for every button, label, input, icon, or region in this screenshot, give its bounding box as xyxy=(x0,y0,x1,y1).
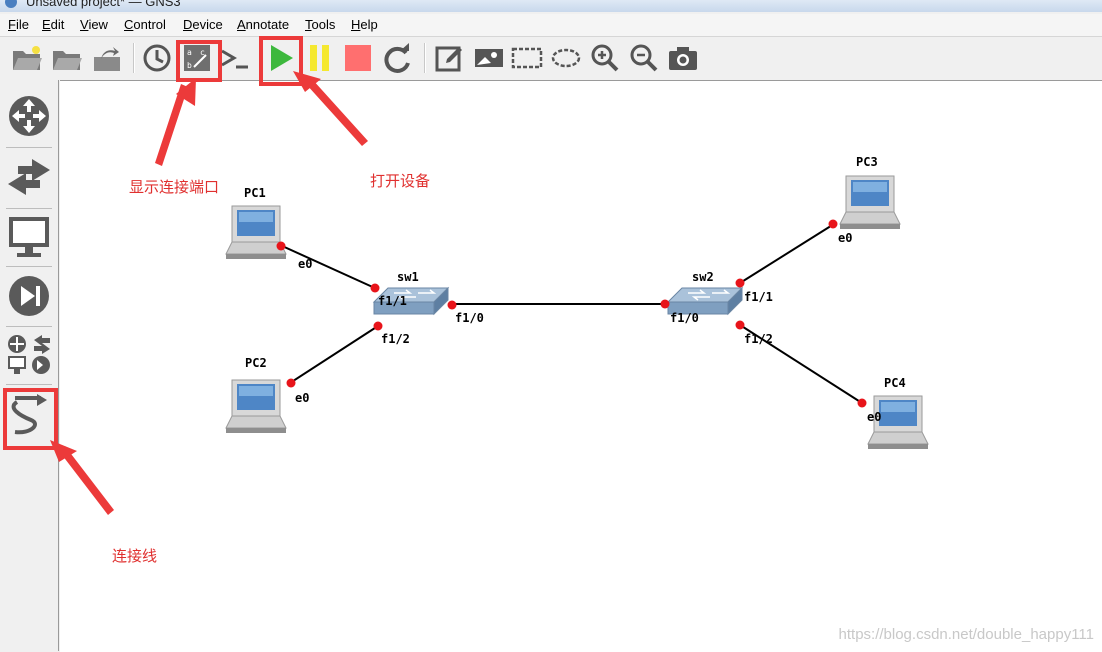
annotation-start-devices: 打开设备 xyxy=(370,172,431,190)
menu-edit[interactable]: Edit xyxy=(42,17,65,32)
port-label: e0 xyxy=(295,391,309,405)
pc2-node[interactable] xyxy=(225,379,287,434)
pc3-node[interactable] xyxy=(839,175,901,230)
zoom-in-icon[interactable] xyxy=(588,41,622,75)
svg-text:a: a xyxy=(187,48,192,57)
menu-help[interactable]: Help xyxy=(351,17,378,32)
menu-control[interactable]: Control xyxy=(124,17,166,32)
clock-icon[interactable] xyxy=(140,41,174,75)
menu-tools[interactable]: Tools xyxy=(305,17,336,32)
draw-rectangle-icon[interactable] xyxy=(510,41,544,75)
open-project-icon[interactable] xyxy=(50,41,84,75)
console-icon[interactable] xyxy=(218,41,252,75)
add-note-icon[interactable] xyxy=(432,41,466,75)
pc3-label: PC3 xyxy=(856,155,878,169)
port-label: e0 xyxy=(867,410,881,424)
port-label: f1/2 xyxy=(744,332,773,346)
sw2-label: sw2 xyxy=(692,270,714,284)
link-pc2-sw1[interactable] xyxy=(289,325,379,384)
insert-picture-icon[interactable] xyxy=(472,41,506,75)
suspend-icon[interactable] xyxy=(302,41,336,75)
highlight-add-link xyxy=(3,388,58,450)
menu-annotate[interactable]: Annotate xyxy=(237,17,290,32)
save-snapshot-icon[interactable] xyxy=(90,41,124,75)
port-label: f1/0 xyxy=(670,311,699,325)
title-bar: Unsaved project* — GNS3 xyxy=(0,0,1102,12)
switches-icon[interactable] xyxy=(5,153,53,201)
highlight-show-ports xyxy=(176,40,222,82)
menu-bar: File Edit View Control Device Annotate T… xyxy=(0,14,1102,37)
pc1-node[interactable] xyxy=(225,205,287,260)
port-label: e0 xyxy=(838,231,852,245)
end-devices-icon[interactable] xyxy=(5,213,53,261)
sw1-label: sw1 xyxy=(397,270,419,284)
highlight-start xyxy=(259,36,303,86)
annotation-arrows xyxy=(50,71,368,515)
topology-canvas[interactable] xyxy=(60,80,1102,652)
port-label: f1/0 xyxy=(455,311,484,325)
add-link-icon[interactable] xyxy=(5,392,53,440)
reload-icon[interactable] xyxy=(380,41,414,75)
new-project-icon[interactable] xyxy=(10,41,44,75)
draw-ellipse-icon[interactable] xyxy=(549,41,583,75)
device-sidebar xyxy=(0,80,59,651)
watermark: https://blog.csdn.net/double_happy111 xyxy=(838,626,1094,643)
svg-text:c: c xyxy=(200,48,205,57)
link-sw2-pc4[interactable] xyxy=(739,324,863,404)
security-devices-icon[interactable] xyxy=(5,272,53,320)
screenshot-icon[interactable] xyxy=(666,41,700,75)
pc4-label: PC4 xyxy=(884,376,906,390)
port-label: e0 xyxy=(298,257,312,271)
gns3-logo-icon xyxy=(5,0,17,8)
pc1-label: PC1 xyxy=(244,186,266,200)
annotation-add-link: 连接线 xyxy=(112,547,158,565)
port-label: f1/1 xyxy=(744,290,773,304)
stop-icon[interactable] xyxy=(341,41,375,75)
window-title: Unsaved project* — GNS3 xyxy=(26,0,181,9)
pc2-label: PC2 xyxy=(245,356,267,370)
routers-icon[interactable] xyxy=(5,92,53,140)
port-dots xyxy=(276,219,867,408)
svg-text:b: b xyxy=(187,61,192,70)
port-label: f1/2 xyxy=(381,332,410,346)
menu-file[interactable]: File xyxy=(8,17,29,32)
all-devices-icon[interactable] xyxy=(5,330,53,378)
link-sw2-pc3[interactable] xyxy=(739,223,835,284)
menu-device[interactable]: Device xyxy=(183,17,223,32)
menu-view[interactable]: View xyxy=(80,17,108,32)
start-icon[interactable] xyxy=(264,41,298,75)
port-label: f1/1 xyxy=(378,294,407,308)
annotation-show-ports: 显示连接端口 xyxy=(129,178,220,196)
link-pc1-sw1[interactable] xyxy=(279,244,378,290)
zoom-out-icon[interactable] xyxy=(627,41,661,75)
